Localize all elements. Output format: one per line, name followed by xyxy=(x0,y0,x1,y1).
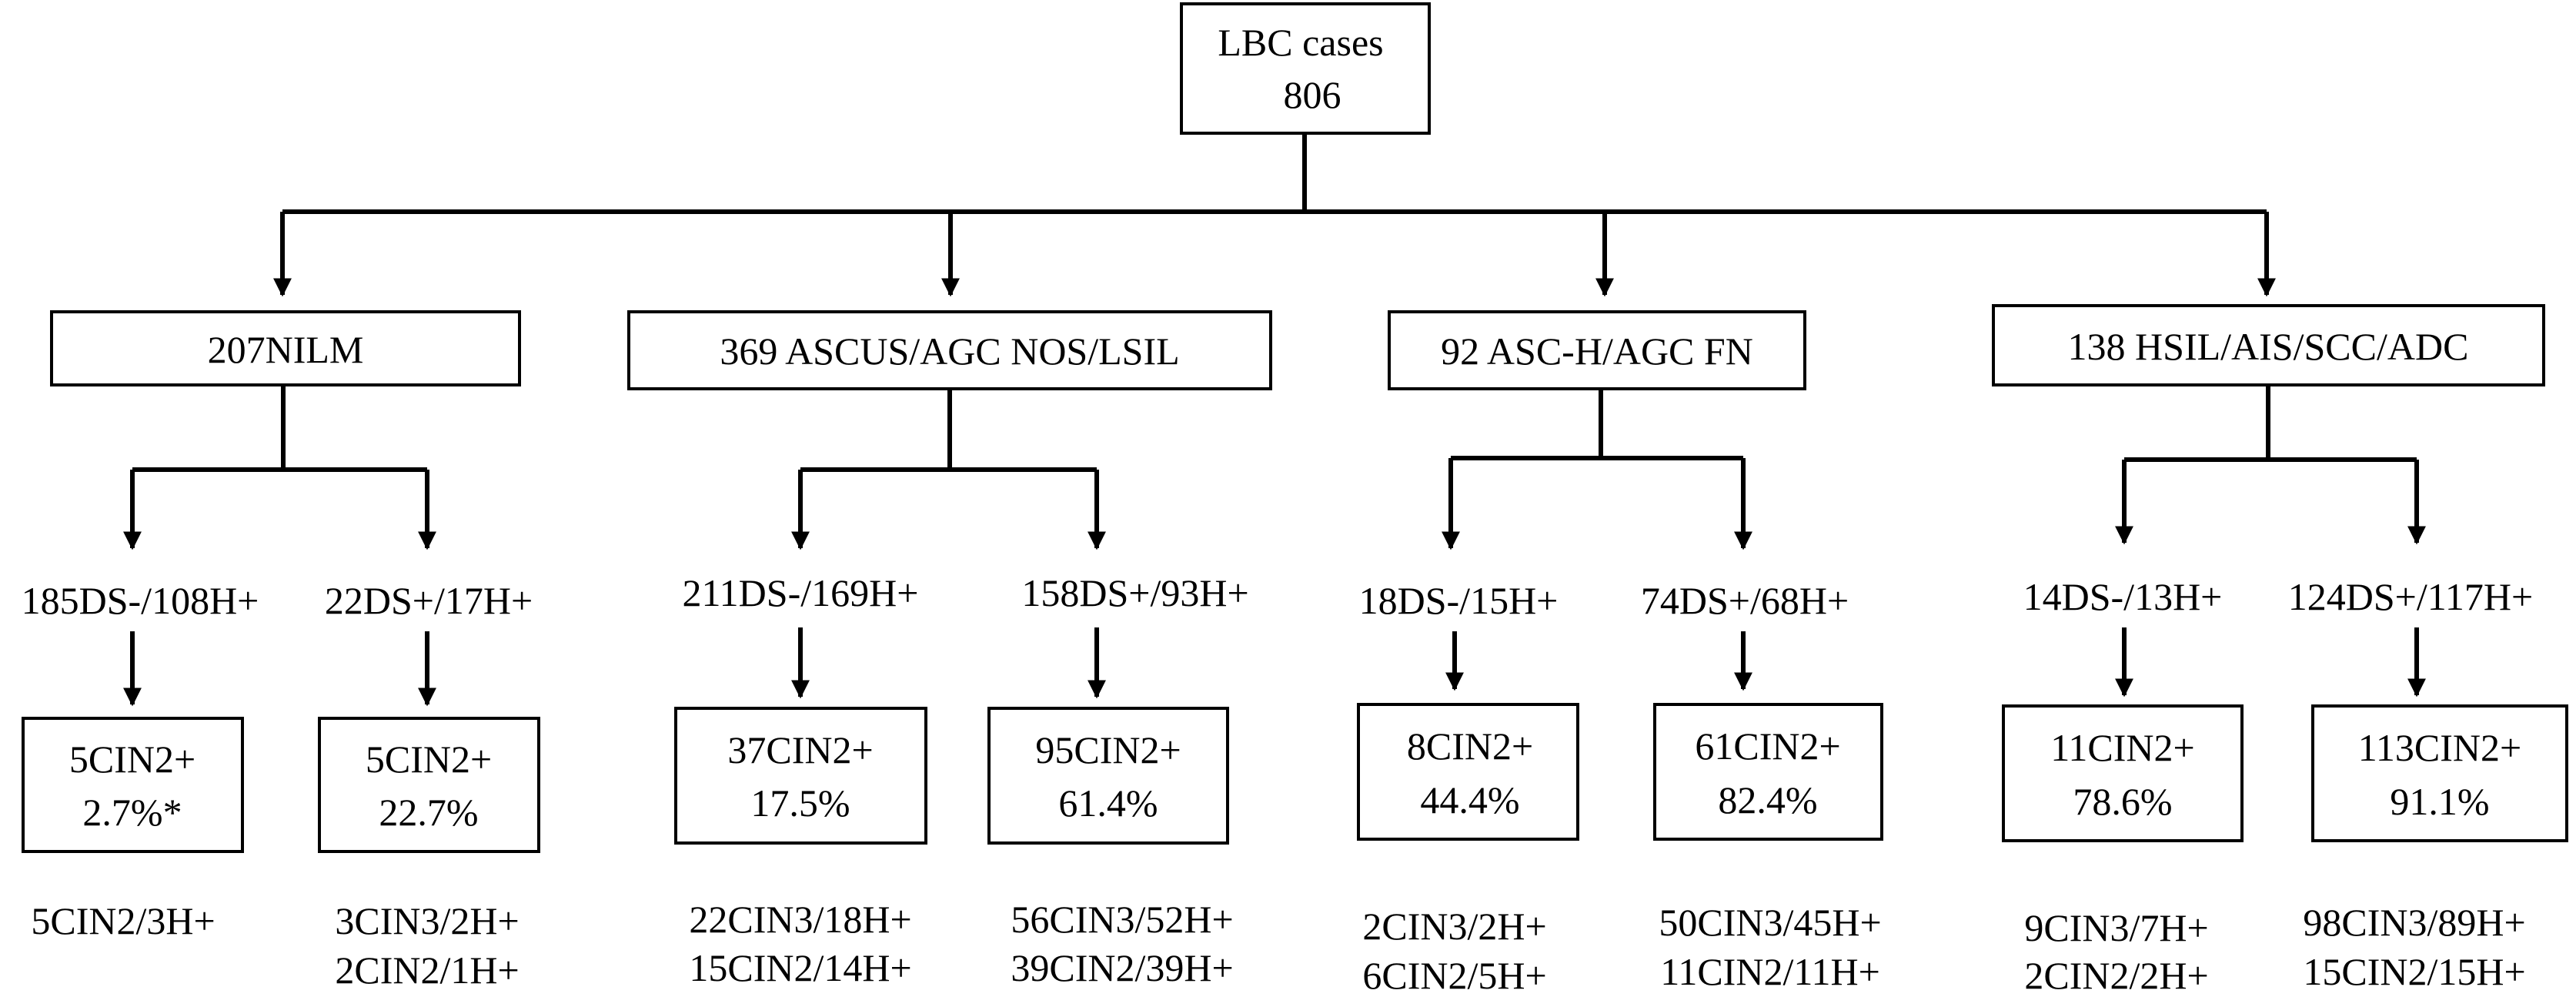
group-label: 92 ASC-H/AGC FN xyxy=(1441,330,1753,373)
root-count: 806 xyxy=(1284,73,1341,116)
result-percent: 17.5% xyxy=(750,781,850,825)
result-percent: 78.6% xyxy=(2073,780,2172,823)
split-label: 185DS-/108H+ xyxy=(22,579,259,622)
detail-line-1: 5CIN2/3H+ xyxy=(31,899,215,942)
split-label: 18DS-/15H+ xyxy=(1359,579,1559,622)
result-box xyxy=(2002,704,2244,842)
group-asch-agcfn: 92 ASC-H/AGC FN 18DS-/15H+ 8CIN2+ 44.4% … xyxy=(1357,310,1883,997)
group-label: 207NILM xyxy=(208,328,364,371)
result-box xyxy=(22,717,244,853)
root-connectors xyxy=(273,133,2276,297)
result-count: 37CIN2+ xyxy=(727,728,873,771)
result-box xyxy=(318,717,540,853)
detail-line-1: 9CIN3/7H+ xyxy=(2024,906,2208,949)
detail-line-1: 2CIN3/2H+ xyxy=(1362,905,1546,948)
root-title: LBC cases xyxy=(1218,21,1383,64)
split-label: 74DS+/68H+ xyxy=(1641,579,1849,622)
group-box xyxy=(1388,310,1806,390)
detail-line-2: 39CIN2/39H+ xyxy=(1011,946,1233,989)
detail-line-1: 98CIN3/89H+ xyxy=(2303,901,2525,944)
result-percent: 61.4% xyxy=(1058,781,1158,825)
result-count: 5CIN2+ xyxy=(69,738,195,781)
result-percent: 82.4% xyxy=(1718,778,1817,821)
result-box xyxy=(1357,703,1579,841)
detail-line-1: 3CIN3/2H+ xyxy=(335,899,519,942)
detail-line-2: 11CIN2/11H+ xyxy=(1660,950,1880,993)
result-box xyxy=(987,707,1229,845)
root-node: LBC cases 806 xyxy=(1180,2,1431,135)
result-count: 8CIN2+ xyxy=(1407,724,1533,768)
group-box xyxy=(1992,304,2545,386)
group-nilm: 207NILM 185DS-/108H+ 5CIN2+ 2.7%* 5CIN2/… xyxy=(22,310,540,992)
detail-line-1: 22CIN3/18H+ xyxy=(689,898,911,941)
detail-line-1: 50CIN3/45H+ xyxy=(1659,901,1881,944)
result-percent: 2.7%* xyxy=(82,791,182,834)
detail-line-2: 6CIN2/5H+ xyxy=(1362,954,1546,993)
split-label: 22DS+/17H+ xyxy=(325,579,533,622)
group-box xyxy=(50,310,521,386)
group-label: 369 ASCUS/AGC NOS/LSIL xyxy=(720,330,1179,373)
split-label: 211DS-/169H+ xyxy=(683,571,919,614)
detail-line-2: 2CIN2/1H+ xyxy=(335,948,519,992)
detail-line-1: 56CIN3/52H+ xyxy=(1011,898,1233,941)
split-label: 14DS-/13H+ xyxy=(2023,575,2223,618)
detail-line-2: 2CIN2/2H+ xyxy=(2024,954,2208,993)
result-box xyxy=(674,707,927,845)
result-box xyxy=(1653,703,1883,841)
group-ascus-agc-lsil: 369 ASCUS/AGC NOS/LSIL 211DS-/169H+ 37CI… xyxy=(627,310,1272,989)
result-count: 5CIN2+ xyxy=(366,738,492,781)
result-percent: 91.1% xyxy=(2390,780,2489,823)
split-label: 158DS+/93H+ xyxy=(1021,571,1248,614)
result-count: 113CIN2+ xyxy=(2358,726,2521,769)
result-count: 11CIN2+ xyxy=(2050,726,2194,769)
result-percent: 44.4% xyxy=(1420,778,1519,821)
result-count: 95CIN2+ xyxy=(1035,728,1181,771)
group-hsil-ais-scc-adc: 138 HSIL/AIS/SCC/ADC 14DS-/13H+ 11CIN2+ … xyxy=(1992,304,2568,997)
detail-line-2: 15CIN2/14H+ xyxy=(689,946,911,989)
result-percent: 22.7% xyxy=(379,791,478,834)
result-box xyxy=(2311,704,2568,842)
root-box xyxy=(1180,2,1431,135)
detail-line-2: 15CIN2/15H+ xyxy=(2303,950,2525,993)
result-count: 61CIN2+ xyxy=(1695,724,1840,768)
split-label: 124DS+/117H+ xyxy=(2288,575,2533,618)
group-label: 138 HSIL/AIS/SCC/ADC xyxy=(2068,325,2469,368)
